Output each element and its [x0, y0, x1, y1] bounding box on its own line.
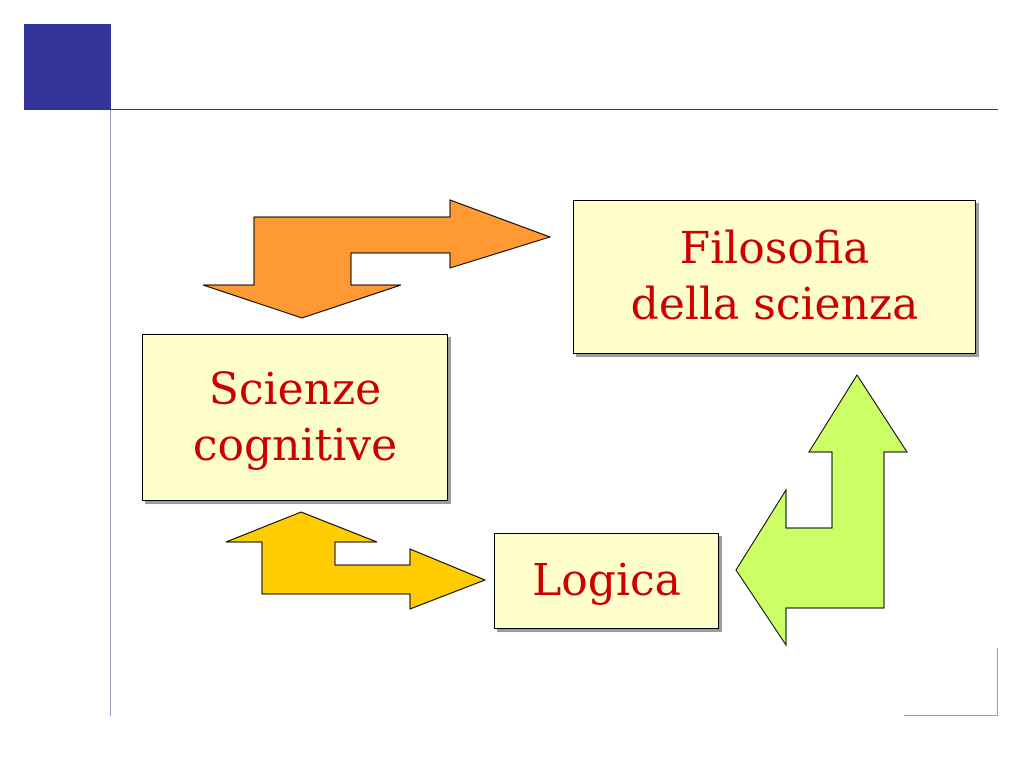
node-logica: Logica — [494, 533, 719, 629]
node-scienze-line2: cognitive — [192, 419, 398, 471]
node-filosofia-della-scienza: Filosofia della scienza — [573, 200, 976, 354]
node-filosofia-line1: Filosofia — [679, 223, 870, 274]
corner-mark-horizontal — [904, 715, 998, 716]
node-scienze-cognitive: Scienze cognitive — [142, 334, 448, 501]
left-rule — [110, 110, 111, 716]
node-scienze-line1: Scienze — [208, 363, 382, 415]
yellow-bent-arrow-icon — [225, 511, 487, 610]
orange-bent-arrow-icon — [202, 199, 552, 319]
node-filosofia-line2: della scienza — [630, 279, 919, 330]
green-bent-arrow-icon — [735, 374, 908, 647]
header-rule — [111, 109, 998, 110]
corner-mark-vertical — [997, 648, 998, 716]
decorative-square — [24, 24, 111, 110]
node-logica-label: Logica — [532, 555, 681, 606]
